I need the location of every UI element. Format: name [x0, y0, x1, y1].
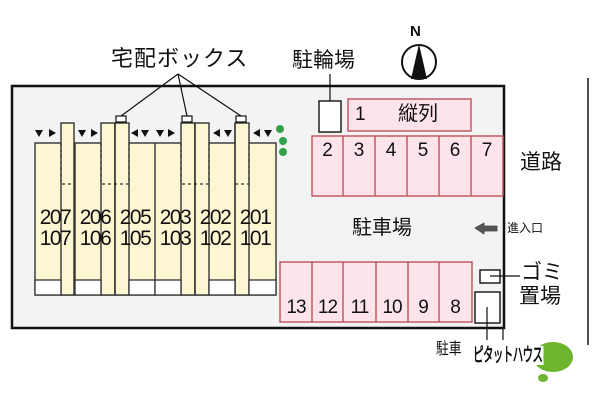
unit-number-lower: 102 — [199, 227, 232, 250]
road-label: 道路 — [520, 150, 562, 174]
unit-column: 207 107 — [34, 207, 76, 249]
parking-slot-number: 13 — [286, 297, 306, 318]
delivery-box-callout — [115, 73, 247, 123]
unit-column: 206 106 — [74, 207, 116, 249]
unit-number-lower: 101 — [239, 227, 272, 250]
parking-slot-number: 7 — [481, 140, 493, 161]
left-arrow-icon — [474, 222, 498, 235]
bicycle-parking-box — [318, 100, 342, 133]
parking-slot-number: 8 — [450, 297, 461, 318]
unit-column: 202 102 — [194, 207, 236, 249]
unit-column: 205 105 — [114, 207, 156, 249]
parking-slot-1-note: 縦列 — [398, 101, 438, 125]
parking-slot-number: 4 — [385, 140, 397, 161]
apartment-building — [34, 122, 277, 296]
unit-column: 203 103 — [154, 207, 196, 249]
garbage-area-label-1: ゴミ — [521, 260, 563, 284]
parking-slot-number: 6 — [449, 140, 461, 161]
parking-slot-number: 2 — [322, 140, 333, 161]
unit-number-upper: 201 — [239, 206, 272, 229]
unit-number-lower: 106 — [79, 227, 112, 250]
unit-number-upper: 202 — [199, 206, 232, 229]
unit-number-lower: 107 — [39, 227, 72, 250]
parking-slot-number: 3 — [353, 140, 365, 161]
parking-slot-number: 12 — [317, 297, 338, 318]
dashed-outlines — [60, 143, 250, 185]
parking-lot-label: 駐車場 — [352, 215, 412, 239]
parking-slot-number: 10 — [382, 297, 402, 318]
unit-column: 201 101 — [234, 207, 276, 249]
delivery-box-label: 宅配ボックス — [111, 47, 249, 72]
parking-row-bottom — [279, 261, 473, 323]
parking-slot-1-number: 1 — [355, 104, 366, 125]
unit-number-lower: 103 — [159, 227, 192, 250]
parking-row-top — [311, 135, 504, 197]
parking-slot-number: 11 — [350, 297, 370, 318]
unit-number-upper: 206 — [79, 206, 112, 229]
brand-logo-text: ピタットハウス — [472, 344, 544, 366]
parking-slot-number: 9 — [418, 297, 429, 318]
entrance-markers — [35, 129, 272, 137]
entrance-label: 進入口 — [507, 221, 544, 235]
parking-slot-number: 5 — [417, 140, 429, 161]
unit-number-upper: 203 — [159, 206, 192, 229]
garbage-area-label-2: 置場 — [519, 284, 561, 308]
bicycle-parking-label-2: 駐車 — [436, 339, 462, 358]
tree-dot-icon — [276, 125, 287, 156]
compass-north-label: N — [410, 23, 421, 40]
unit-storage-boxes — [34, 279, 277, 296]
unit-number-upper: 207 — [39, 206, 72, 229]
parking-slot-1 — [347, 98, 472, 132]
north-arrow-icon — [401, 44, 437, 80]
bicycle-parking-label: 駐輪場 — [292, 48, 355, 72]
unit-number-upper: 205 — [119, 206, 152, 229]
unit-number-lower: 105 — [119, 227, 152, 250]
